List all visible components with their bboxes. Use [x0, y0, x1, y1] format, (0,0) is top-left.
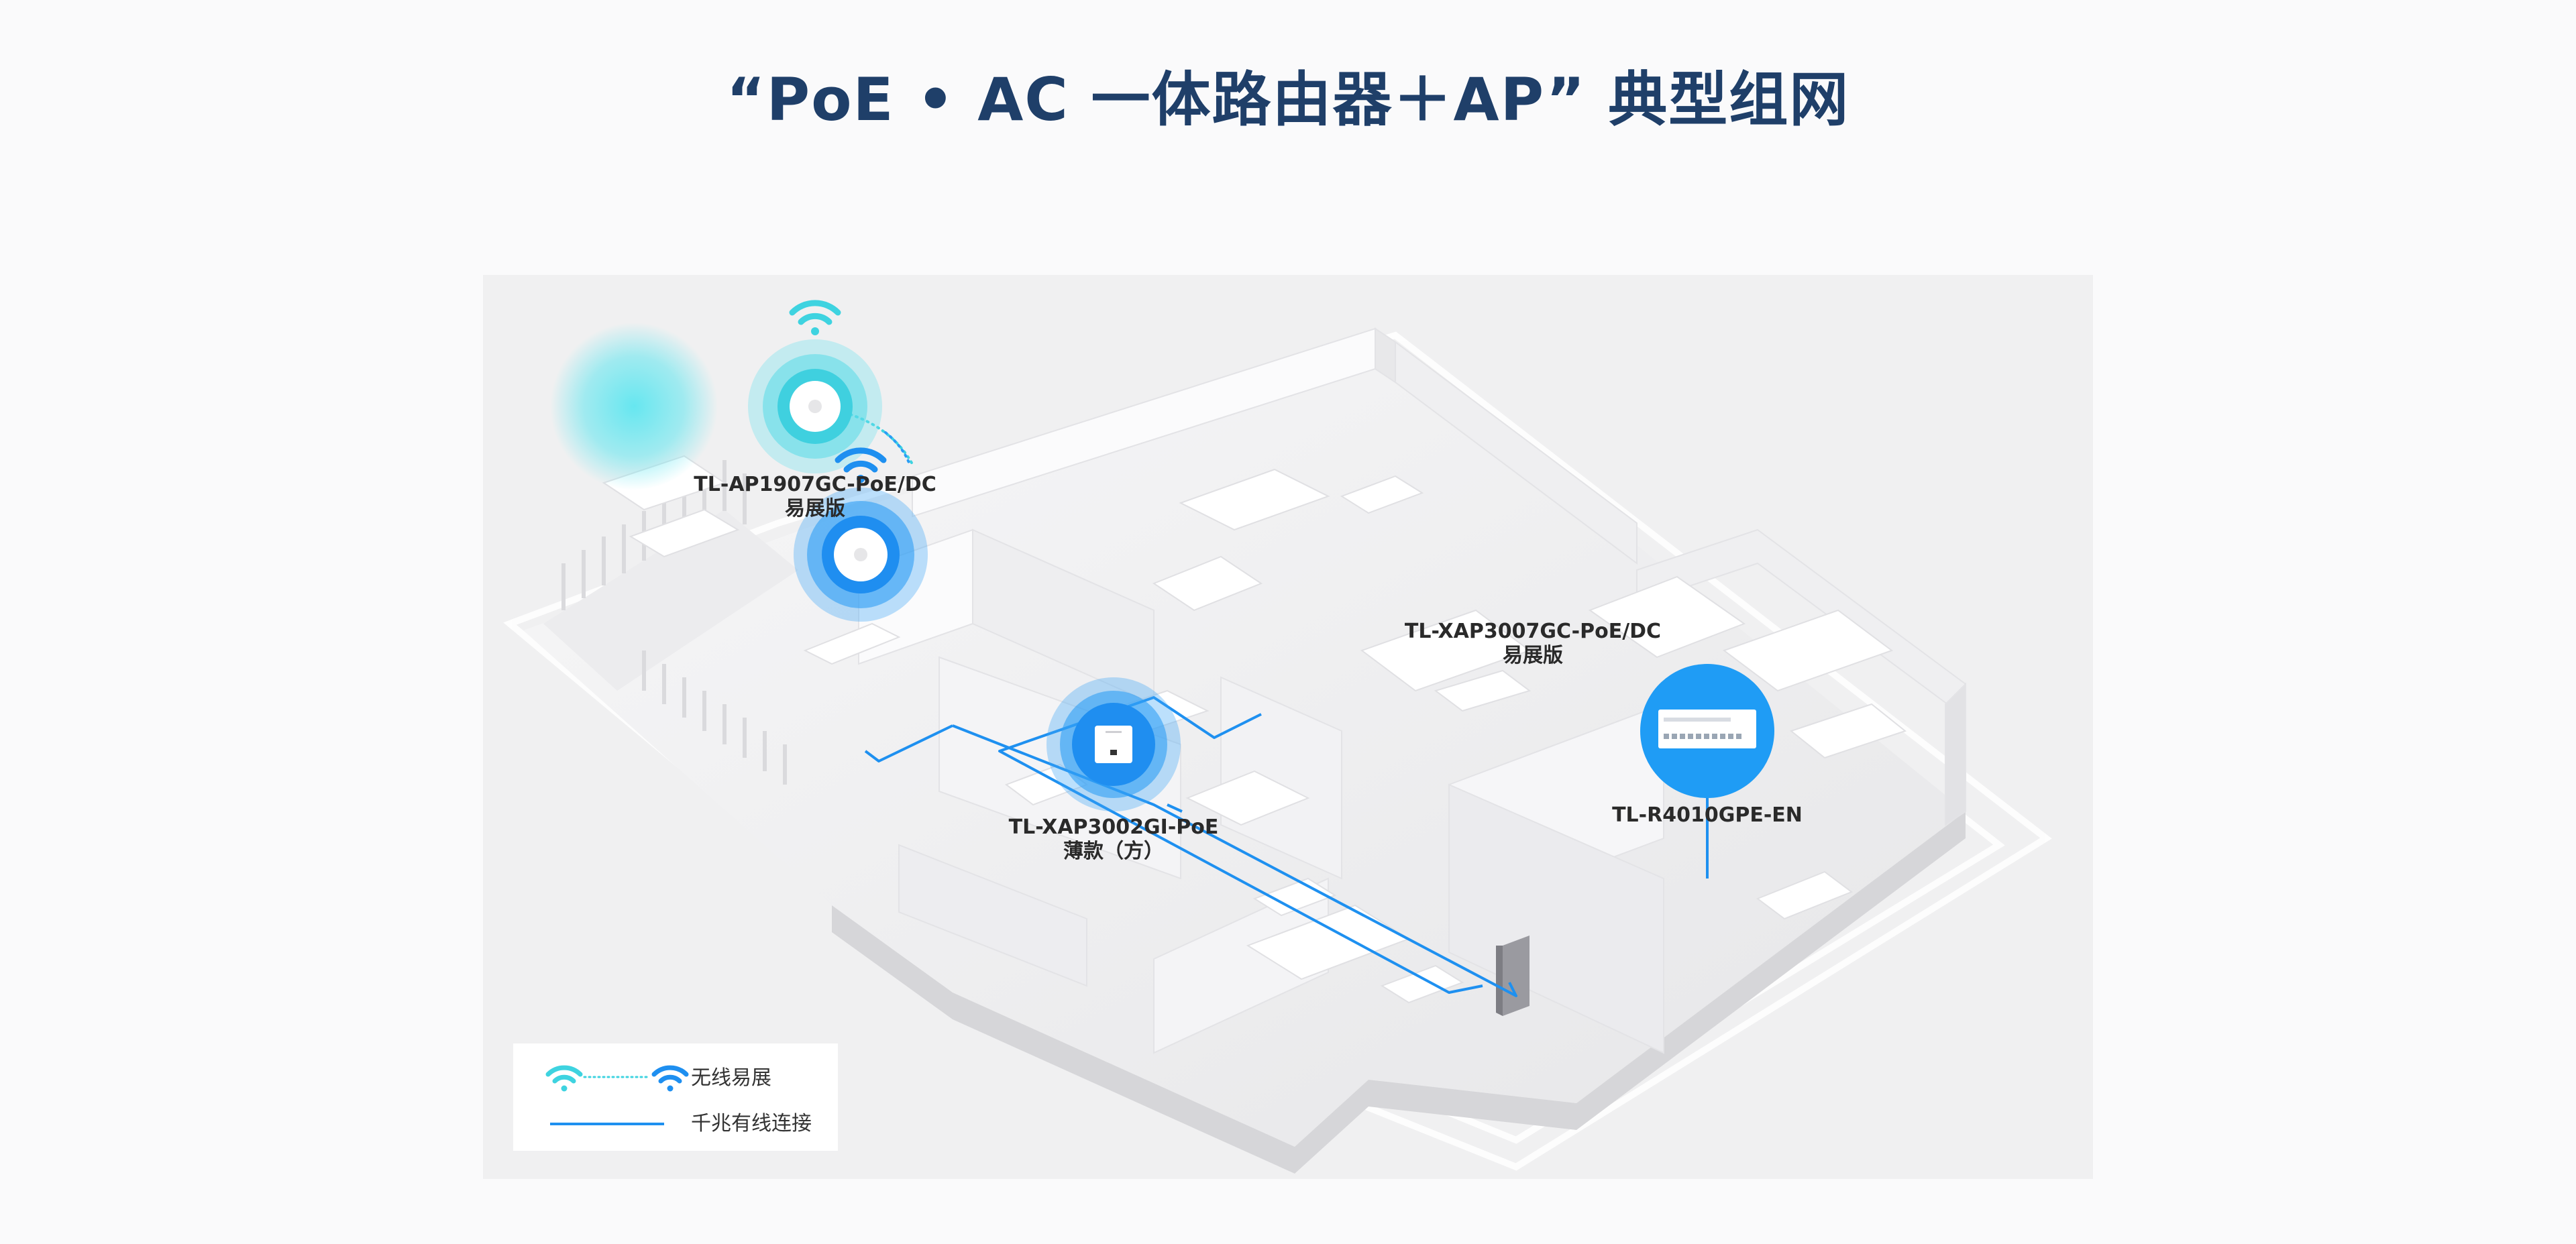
- ceiling-ap-top: [550, 323, 718, 490]
- legend-wireless-symbol: [545, 1065, 689, 1092]
- legend: 无线易展 千兆有线连接: [513, 1043, 838, 1151]
- walls: [858, 327, 1966, 1054]
- device-overlay: [748, 300, 928, 622]
- ap-mid-model: TL-XAP3007GC-PoE/DC: [1404, 620, 1662, 643]
- ap-wall-plate-marker: [1046, 677, 1181, 811]
- wifi-icon-blue-mid: [835, 447, 887, 483]
- wall-panel: [1496, 936, 1529, 1016]
- router-marker: [1640, 664, 1774, 879]
- legend-row-wired: 千兆有线连接: [513, 1104, 838, 1144]
- ap-wall-model: TL-XAP3002GI-PoE: [1008, 815, 1219, 839]
- ap-top-variant: 易展版: [785, 497, 845, 520]
- wifi-icon-cyan-top: [789, 300, 841, 335]
- device-overlay-2: [1046, 664, 1774, 879]
- page-title: “PoE • AC 一体路由器＋AP” 典型组网: [726, 65, 1850, 134]
- ap-wall-label: TL-XAP3002GI-PoE 薄款（方）: [979, 815, 1248, 864]
- network-diagram: TL-AP1907GC-PoE/DC 易展版 TL-XAP3007GC-PoE/…: [483, 275, 2093, 1179]
- ap-wall-variant: 薄款（方）: [1063, 840, 1164, 863]
- ap-top-label: TL-AP1907GC-PoE/DC 易展版: [681, 473, 949, 521]
- ap-top-marker: [748, 339, 882, 473]
- wifi-icon-blue: [651, 1065, 689, 1092]
- legend-wired-label: 千兆有线连接: [691, 1112, 812, 1135]
- router-model: TL-R4010GPE-EN: [1612, 803, 1803, 827]
- ap-mid-marker: [794, 488, 928, 622]
- furniture: [602, 455, 1907, 1004]
- wireless-extend-link: [814, 405, 914, 465]
- legend-row-wireless: 无线易展: [513, 1058, 838, 1098]
- router-label: TL-R4010GPE-EN: [1573, 803, 1841, 828]
- legend-wired-line: [550, 1123, 664, 1125]
- legend-wireless-label: 无线易展: [691, 1066, 771, 1090]
- ap-mid-label: TL-XAP3007GC-PoE/DC 易展版: [1392, 620, 1674, 668]
- ap-top-model: TL-AP1907GC-PoE/DC: [694, 473, 936, 496]
- wifi-icon-cyan: [545, 1065, 583, 1092]
- ap-mid-variant: 易展版: [1503, 644, 1563, 667]
